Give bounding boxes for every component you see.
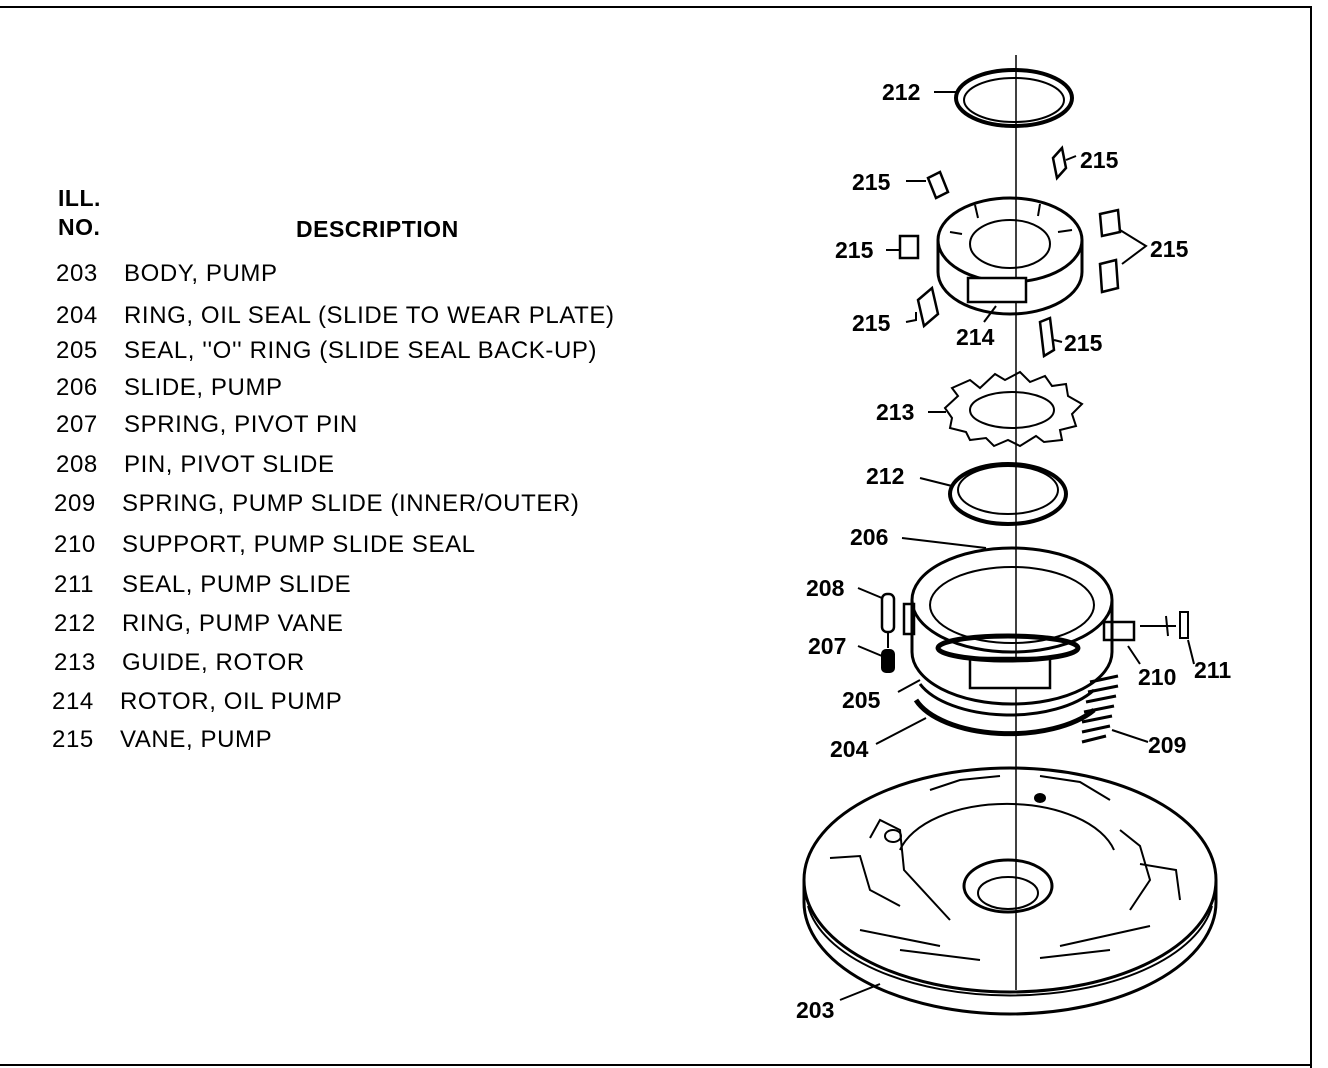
part-description: ROTOR, OIL PUMP: [120, 688, 343, 715]
header-ill: ILL.: [58, 185, 101, 211]
parts-list-row: 206 SLIDE, PUMP: [56, 374, 283, 402]
parts-list-row: 209 SPRING, PUMP SLIDE (INNER/OUTER): [54, 490, 579, 518]
header-no: NO.: [58, 214, 101, 240]
callout-210: 210: [1138, 664, 1176, 690]
part-description: SUPPORT, PUMP SLIDE SEAL: [122, 531, 476, 558]
part-number: 204: [56, 302, 98, 329]
callout-214: 214: [956, 324, 995, 350]
callout-208: 208: [806, 575, 845, 601]
callout-212-top: 212: [882, 79, 920, 105]
parts-list-row: 214 ROTOR, OIL PUMP: [52, 688, 342, 716]
part-description: VANE, PUMP: [120, 726, 273, 753]
part-description: RING, PUMP VANE: [122, 610, 344, 637]
pump-body: [802, 766, 1218, 1016]
frame-right-border: [1310, 6, 1312, 1068]
callout-215-upper-right: 215: [1080, 147, 1119, 173]
rotor-guide: [943, 370, 1084, 448]
part-description: SEAL, PUMP SLIDE: [122, 571, 352, 598]
header-description: DESCRIPTION: [296, 216, 459, 242]
part-number: 203: [56, 260, 98, 287]
callout-205: 205: [842, 687, 881, 713]
callout-204: 204: [830, 736, 869, 762]
part-number: 205: [56, 337, 98, 364]
part-description: BODY, PUMP: [124, 260, 278, 287]
pivot-pin-spring: [881, 649, 895, 673]
part-number: 211: [54, 571, 95, 598]
callout-206: 206: [850, 524, 888, 550]
pump-vane-group: [898, 145, 1122, 359]
part-number: 213: [54, 649, 96, 676]
callout-212-middle: 212: [866, 463, 904, 489]
pump-slide: [902, 546, 1136, 706]
parts-list-row: 207 SPRING, PIVOT PIN: [56, 411, 358, 439]
part-number: 206: [56, 374, 98, 401]
part-description: GUIDE, ROTOR: [122, 649, 305, 676]
part-number: 214: [52, 688, 94, 715]
parts-list-row: 213 GUIDE, ROTOR: [54, 649, 305, 677]
pump-slide-spring: [1081, 674, 1119, 744]
callout-213: 213: [876, 399, 914, 425]
callout-203: 203: [796, 997, 834, 1023]
exploded-pump-diagram: 212 215 215 215 215 215 215 214 213 212 …: [796, 55, 1231, 1023]
part-description: SLIDE, PUMP: [124, 374, 283, 401]
part-description: SPRING, PUMP SLIDE (INNER/OUTER): [122, 490, 580, 517]
callout-211: 211: [1194, 657, 1231, 683]
slide-seal-back-up-o-ring: [918, 683, 1096, 717]
part-number: 210: [54, 531, 96, 558]
frame-bottom-border: [0, 1064, 1312, 1066]
part-description: SEAL, ''O'' RING (SLIDE SEAL BACK-UP): [124, 337, 598, 364]
part-description: PIN, PIVOT SLIDE: [124, 451, 335, 478]
parts-list-row: 215 VANE, PUMP: [52, 726, 272, 754]
oil-seal-ring: [913, 698, 1096, 737]
parts-list-row: 211 SEAL, PUMP SLIDE: [54, 571, 351, 599]
parts-list-row: 205 SEAL, ''O'' RING (SLIDE SEAL BACK-UP): [56, 337, 597, 365]
pump-slide-seal-support: [1140, 615, 1176, 637]
pump-vane-ring-top: [954, 68, 1074, 128]
parts-list-row: 212 RING, PUMP VANE: [54, 610, 343, 638]
part-description: RING, OIL SEAL (SLIDE TO WEAR PLATE): [124, 302, 615, 329]
parts-list-row: 208 PIN, PIVOT SLIDE: [56, 451, 335, 479]
part-number: 212: [54, 610, 96, 637]
pivot-slide-pin: [880, 592, 896, 648]
callout-215-right: 215: [1150, 236, 1189, 262]
part-number: 209: [54, 490, 96, 517]
parts-list-row: 204 RING, OIL SEAL (SLIDE TO WEAR PLATE): [56, 302, 615, 330]
part-number: 208: [56, 451, 98, 478]
pump-slide-seal: [1179, 611, 1189, 639]
frame-top-border: [0, 6, 1312, 8]
pump-vane-ring-middle: [948, 462, 1068, 526]
callout-215-lower-left: 215: [852, 310, 891, 336]
callout-215-lower-right: 215: [1064, 330, 1103, 356]
oil-pump-rotor: [936, 196, 1084, 316]
callout-215-left: 215: [835, 237, 874, 263]
parts-list-row: 210 SUPPORT, PUMP SLIDE SEAL: [54, 531, 476, 559]
callout-207: 207: [808, 633, 846, 659]
part-number: 215: [52, 726, 94, 753]
parts-list-row: 203 BODY, PUMP: [56, 260, 278, 288]
callout-209: 209: [1148, 732, 1186, 758]
leader-lines: [839, 91, 1195, 1001]
part-number: 207: [56, 411, 98, 438]
callout-215-upper-left: 215: [852, 169, 891, 195]
part-description: SPRING, PIVOT PIN: [124, 411, 358, 438]
